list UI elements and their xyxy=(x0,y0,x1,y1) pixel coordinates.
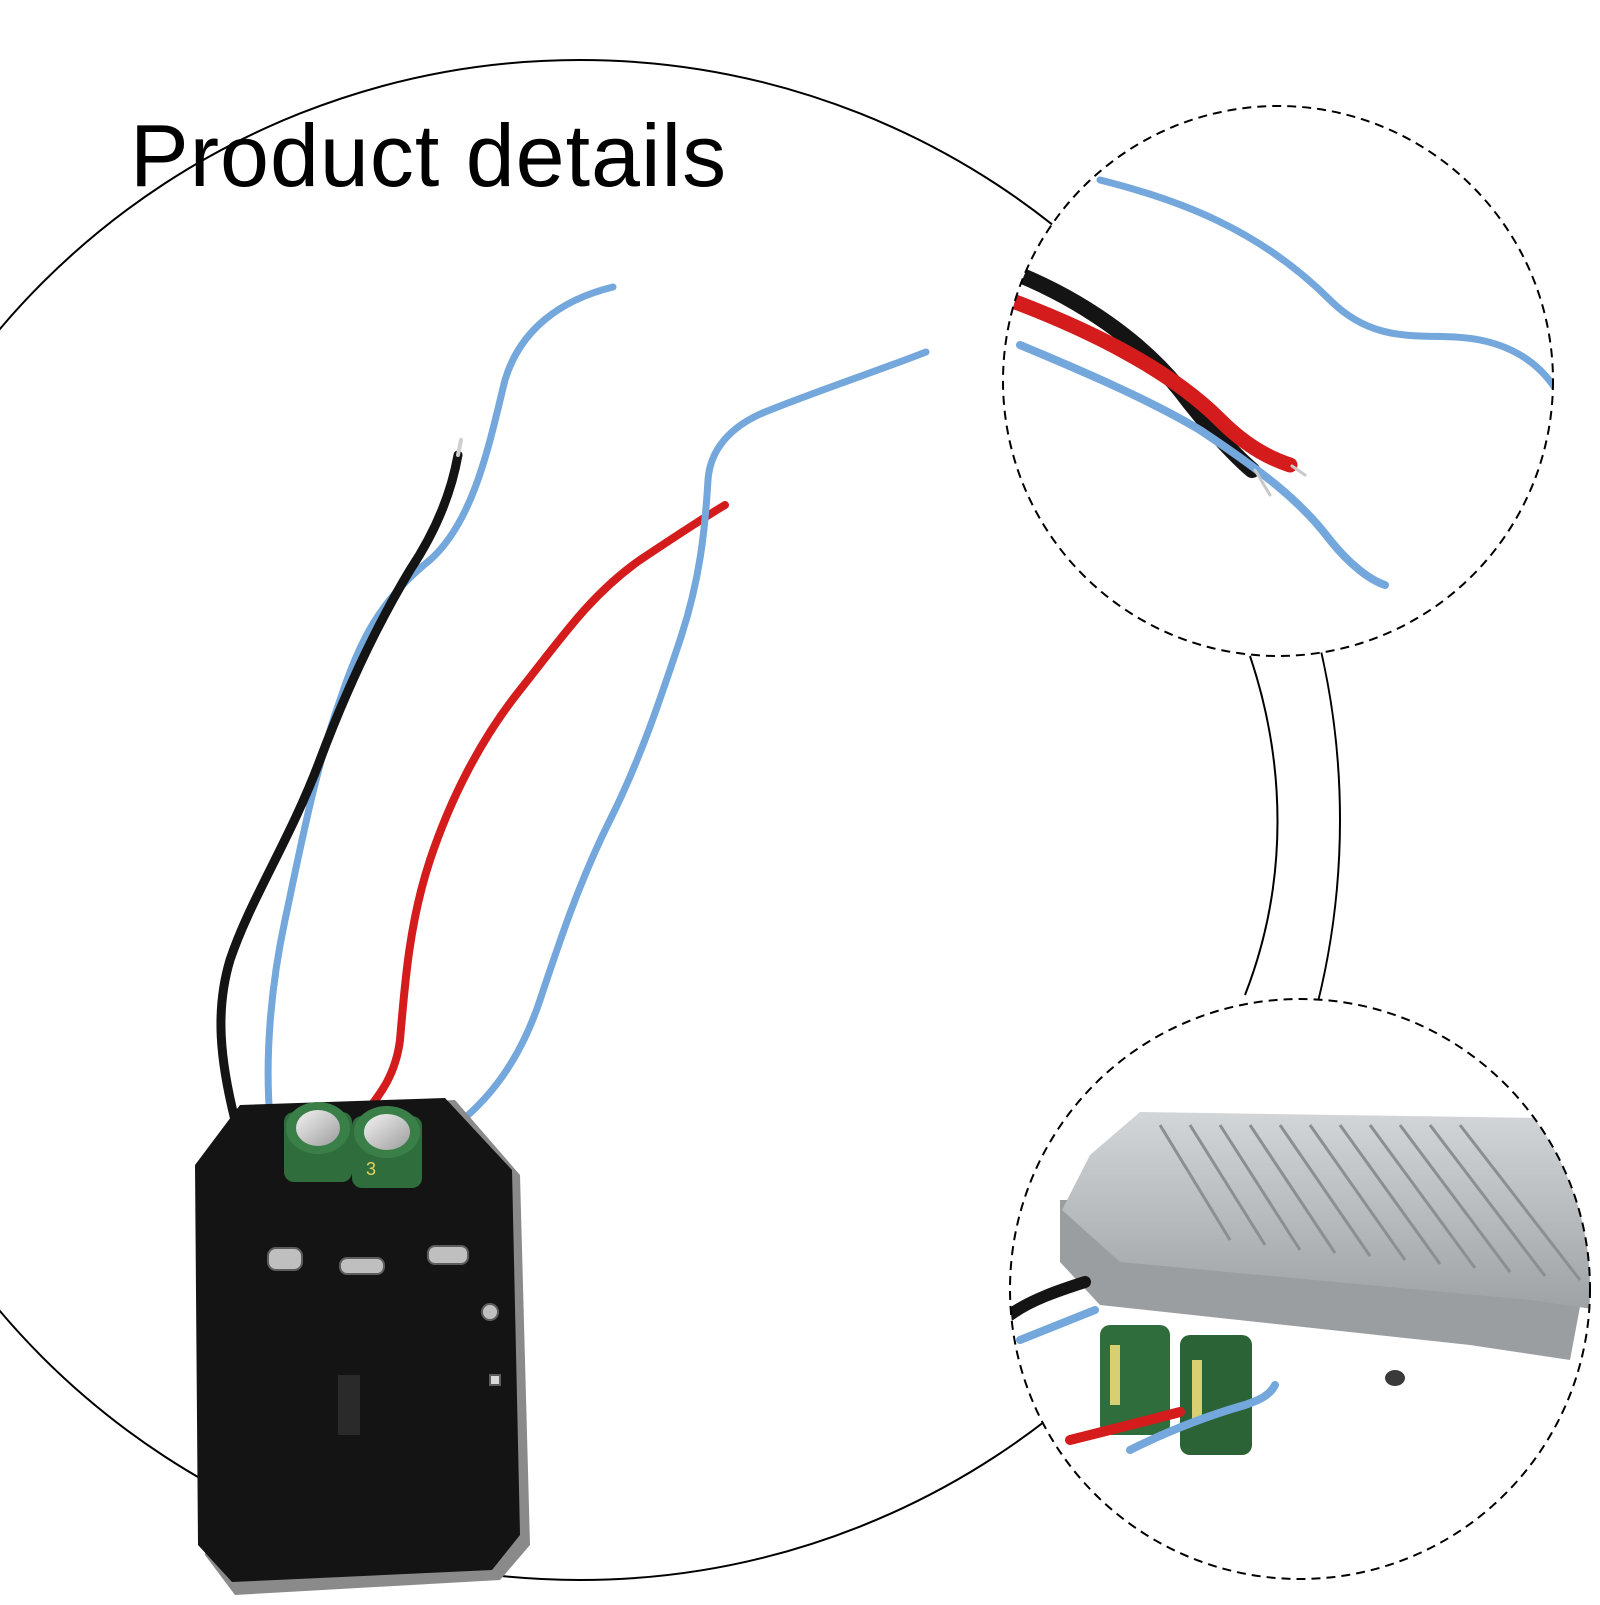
zoom-capacitors xyxy=(1100,1325,1252,1455)
blue-wire-left-long xyxy=(264,283,617,1124)
zoom-heatsink-grooves xyxy=(1158,1124,1582,1281)
capacitor-right: 3 xyxy=(352,1106,422,1188)
capacitor-marking: 3 xyxy=(366,1159,376,1179)
black-wire xyxy=(216,450,463,1125)
zoom-wire-tips xyxy=(1253,464,1307,497)
blue-wire-right-long xyxy=(446,348,930,1134)
zoom-screw xyxy=(1385,1370,1405,1386)
zoom-heatsink-top xyxy=(1062,1112,1590,1310)
zoom-blue-wire-lower xyxy=(1016,341,1389,589)
solder-pads xyxy=(267,1245,501,1386)
red-wire xyxy=(356,501,729,1124)
zoom-blue-wire-top xyxy=(1096,176,1553,444)
zoom-circle-heatsink xyxy=(1009,998,1591,1580)
board-marking xyxy=(338,1375,360,1435)
capacitor-left xyxy=(284,1102,352,1182)
circuit-board: 3 xyxy=(195,1098,530,1595)
page-title: Product details xyxy=(130,106,728,205)
zoom-red-wire xyxy=(1003,292,1298,473)
black-wire-tip xyxy=(456,438,463,457)
zoom-circle-wire-ends xyxy=(1002,105,1554,657)
board-body xyxy=(195,1098,520,1582)
main-wires xyxy=(216,283,930,1134)
zoom-wires xyxy=(1010,1276,1279,1454)
main-outline-circle xyxy=(0,59,1341,1581)
connector-line xyxy=(1244,655,1279,996)
